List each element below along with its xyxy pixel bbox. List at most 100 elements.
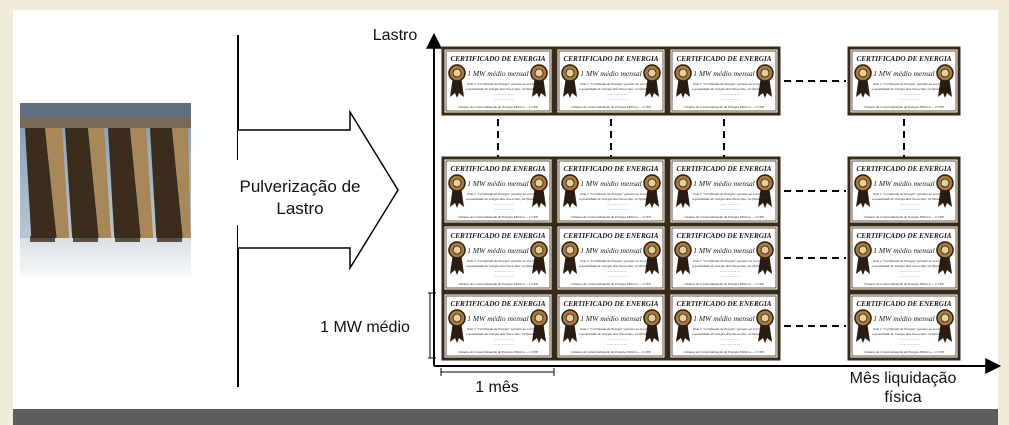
seal-icon — [756, 64, 774, 98]
certificate-body-line: ... ... ... ... ... ... — [720, 207, 740, 211]
certificate-body-line: Esta é "Certificado de Energia" garante … — [466, 259, 541, 263]
seal-icon — [561, 241, 579, 275]
certificate-issuer: Câmara de Comercialização de Energia Elé… — [864, 350, 945, 354]
certificate-body-line: a quantidade de energia descrita acima, … — [692, 87, 768, 92]
certificate-body-line: ... ... ... ... ... ... — [900, 274, 920, 278]
certificate-value: 1 MW médio mensal — [467, 69, 528, 78]
certificate-value: 1 MW médio mensal — [467, 314, 528, 323]
certificate-body-line: ... ... ... ... ... ... — [494, 207, 514, 211]
certificate-body-line: ... ... ... ... ... ... — [494, 92, 514, 96]
seal-icon — [854, 174, 872, 208]
seal-icon — [756, 241, 774, 275]
seal-icon — [448, 241, 466, 275]
certificate-body-line: Esta é "Certificado de Energia" garante … — [692, 192, 767, 196]
certificate-body-line: ... ... ... ... ... ... — [494, 202, 514, 206]
certificate-title: CERTIFICADO DE ENERGIA — [856, 300, 951, 308]
certificate-body-line: a quantidade de energia descrita acima, … — [466, 197, 542, 202]
certificate-body-line: a quantidade de energia descrita acima, … — [872, 332, 948, 337]
certificate-value: 1 MW médio mensal — [693, 69, 754, 78]
seal-icon — [674, 64, 692, 98]
certificate-body-line: ... ... ... ... ... ... — [900, 269, 920, 273]
certificate-body-line: a quantidade de energia descrita acima, … — [466, 87, 542, 92]
certificate-issuer: Câmara de Comercialização de Energia Elé… — [571, 215, 652, 219]
certificate-title: CERTIFICADO DE ENERGIA — [676, 165, 771, 173]
seal-icon — [854, 64, 872, 98]
seal-icon — [643, 309, 661, 343]
certificate-title: CERTIFICADO DE ENERGIA — [450, 165, 545, 173]
certificate-body-line: ... ... ... ... ... ... — [607, 207, 627, 211]
certificate-title: CERTIFICADO DE ENERGIA — [450, 232, 545, 240]
certificate-body-line: ... ... ... ... ... ... — [607, 274, 627, 278]
seal-icon — [561, 64, 579, 98]
certificate-title: CERTIFICADO DE ENERGIA — [856, 232, 951, 240]
certificate-title: CERTIFICADO DE ENERGIA — [563, 232, 658, 240]
month-bracket — [440, 368, 555, 376]
certificate-issuer: Câmara de Comercialização de Energia Elé… — [864, 215, 945, 219]
certificate-body-line: Esta é "Certificado de Energia" garante … — [692, 259, 767, 263]
certificate-body-line: ... ... ... ... ... ... — [607, 97, 627, 101]
month-unit-label: 1 mês — [475, 379, 519, 396]
certificate-body-line: ... ... ... ... ... ... — [720, 97, 740, 101]
x-axis-label-line1: Mês liquidação — [850, 370, 957, 387]
certificate-body-line: ... ... ... ... ... ... — [494, 337, 514, 341]
certificate-body-line: ... ... ... ... ... ... — [607, 337, 627, 341]
seal-icon — [674, 241, 692, 275]
certificate-body-line: ... ... ... ... ... ... — [720, 342, 740, 346]
certificate-issuer: Câmara de Comercialização de Energia Elé… — [684, 282, 765, 286]
certificate-value: 1 MW médio mensal — [873, 69, 934, 78]
certificate-body-line: ... ... ... ... ... ... — [720, 337, 740, 341]
certificate-body-line: ... ... ... ... ... ... — [900, 342, 920, 346]
seal-icon — [561, 309, 579, 343]
certificate-body-line: ... ... ... ... ... ... — [494, 274, 514, 278]
certificate-issuer: Câmara de Comercialização de Energia Elé… — [684, 350, 765, 354]
seal-icon — [854, 309, 872, 343]
certificate-title: CERTIFICADO DE ENERGIA — [856, 165, 951, 173]
seal-icon — [561, 174, 579, 208]
certificate-value: 1 MW médio mensal — [580, 246, 641, 255]
certificate-value: 1 MW médio mensal — [693, 246, 754, 255]
certificate-body-line: a quantidade de energia descrita acima, … — [872, 87, 948, 92]
certificate-title: CERTIFICADO DE ENERGIA — [563, 300, 658, 308]
certificate-body-line: Esta é "Certificado de Energia" garante … — [579, 192, 654, 196]
certificate-title: CERTIFICADO DE ENERGIA — [676, 232, 771, 240]
certificate-body-line: Esta é "Certificado de Energia" garante … — [466, 327, 541, 331]
bottom-bar — [13, 409, 998, 425]
certificate-body-line: Esta é "Certificado de Energia" garante … — [872, 82, 947, 86]
seal-icon — [643, 241, 661, 275]
certificate-body-line: a quantidade de energia descrita acima, … — [872, 264, 948, 269]
certificate-value: 1 MW médio mensal — [580, 314, 641, 323]
certificate-issuer: Câmara de Comercialização de Energia Elé… — [571, 282, 652, 286]
certificate-issuer: Câmara de Comercialização de Energia Elé… — [458, 215, 539, 219]
certificate-value: 1 MW médio mensal — [467, 246, 528, 255]
seal-icon — [936, 174, 954, 208]
certificate-issuer: Câmara de Comercialização de Energia Elé… — [571, 105, 652, 109]
pulverization-arrow — [238, 109, 399, 271]
seal-icon — [530, 174, 548, 208]
seal-icon — [756, 309, 774, 343]
mw-unit-label: 1 MW médio — [320, 319, 410, 336]
certificate-value: 1 MW médio mensal — [467, 179, 528, 188]
seal-icon — [530, 309, 548, 343]
dam-photo-icon — [20, 103, 191, 276]
seal-icon — [448, 309, 466, 343]
certificate-body-line: ... ... ... ... ... ... — [720, 92, 740, 96]
certificate-body-line: ... ... ... ... ... ... — [607, 202, 627, 206]
mw-bracket — [428, 292, 436, 359]
seal-icon — [756, 174, 774, 208]
certificate-body-line: a quantidade de energia descrita acima, … — [692, 332, 768, 337]
seal-icon — [643, 174, 661, 208]
certificate-title: CERTIFICADO DE ENERGIA — [676, 55, 771, 63]
certificate-body-line: ... ... ... ... ... ... — [720, 269, 740, 273]
